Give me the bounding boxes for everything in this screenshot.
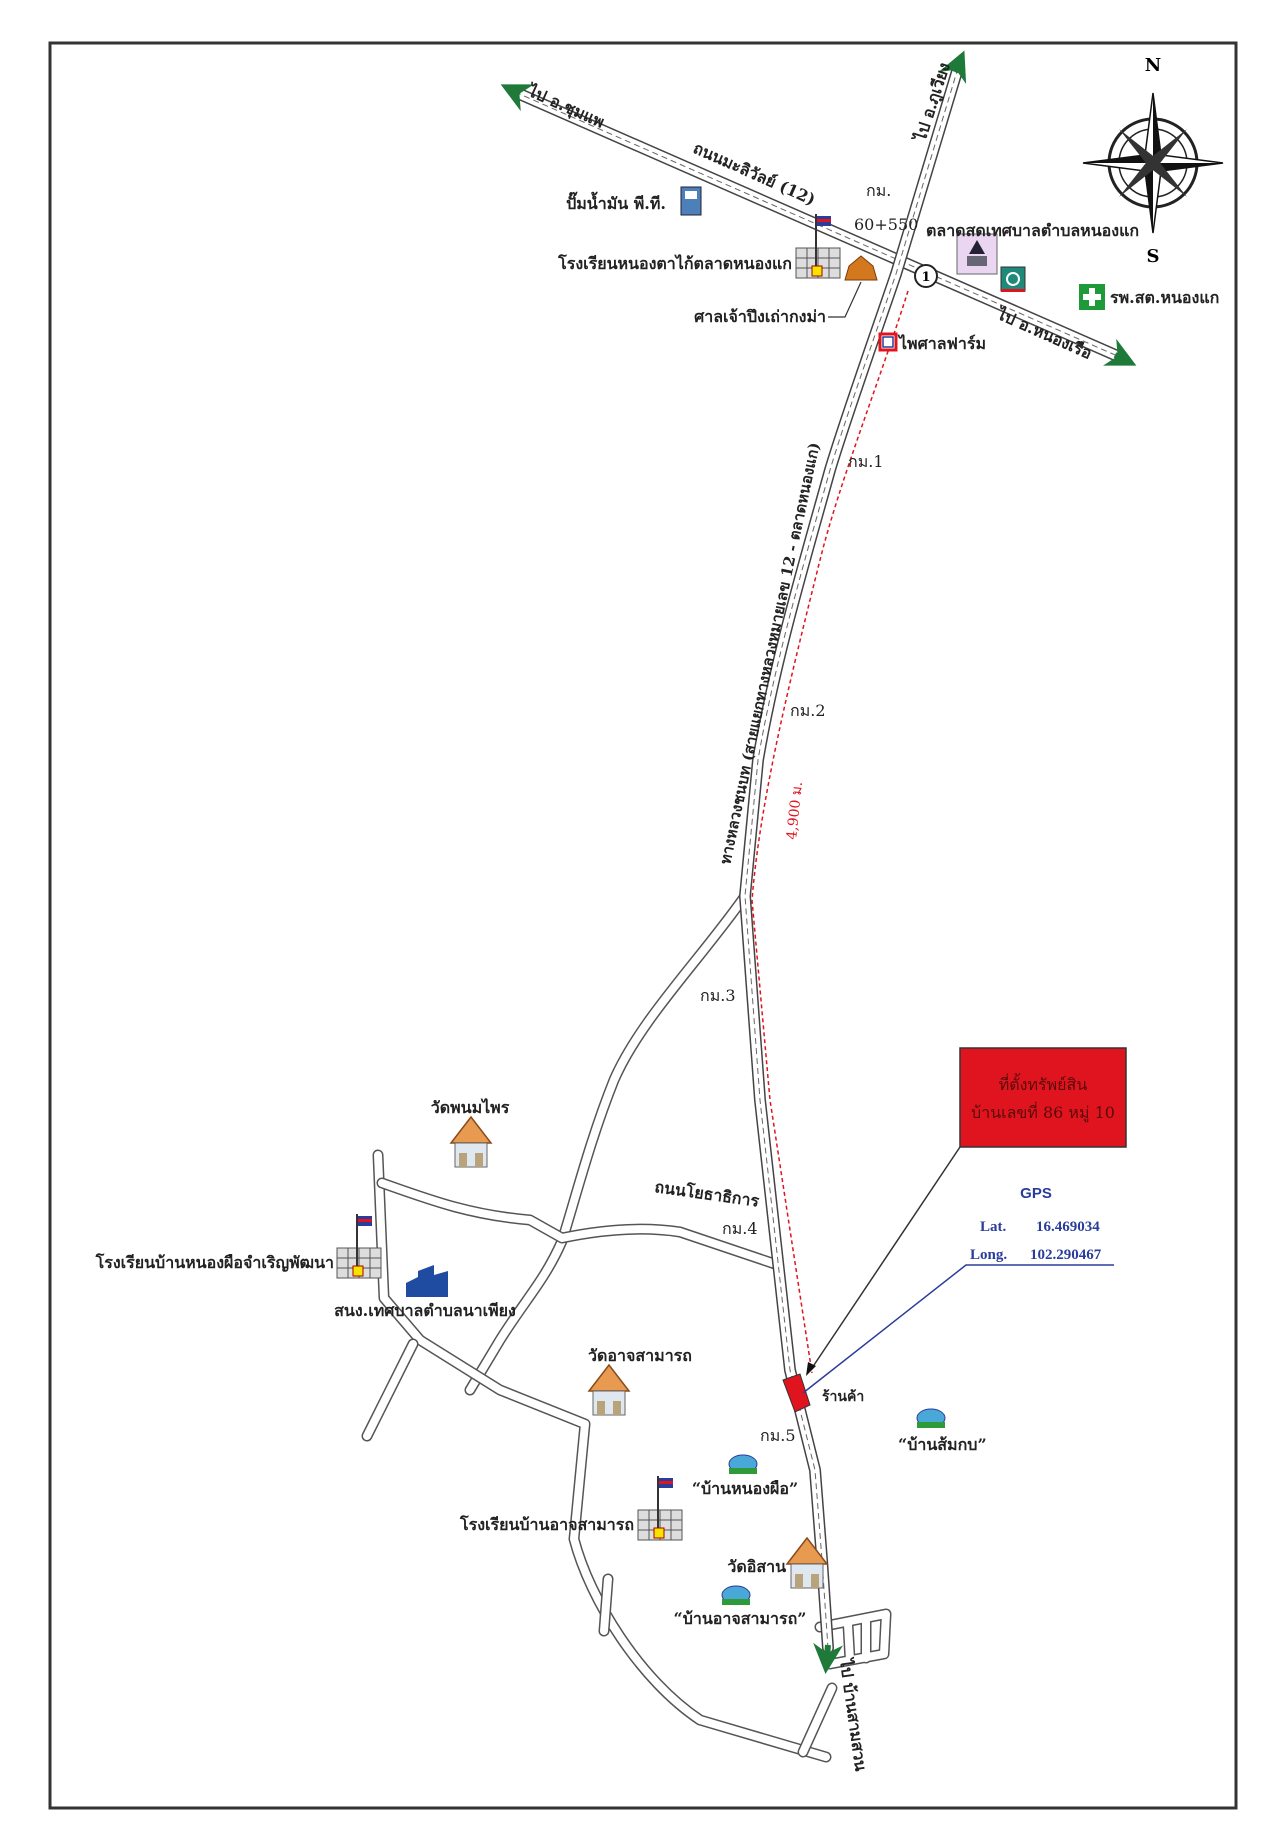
school-icon [336, 1213, 382, 1279]
gps-long-value: 102.290467 [1030, 1247, 1102, 1263]
label-market: ตลาดสดเทศบาลตำบลหนองแก [926, 221, 1139, 240]
shrine-icon [844, 255, 878, 281]
arrow-to-ban-samsuan [813, 1642, 844, 1674]
temple-icon [450, 1116, 492, 1168]
km-4: กม.4 [722, 1219, 758, 1238]
label-village-somkop: “บ้านส้มกบ” [898, 1435, 987, 1454]
temple-icon [588, 1364, 630, 1416]
village-icon [916, 1408, 946, 1429]
gps-long-label: Long. [970, 1247, 1007, 1263]
property-pointer-line [811, 1146, 961, 1369]
hospital-cross-icon [1079, 284, 1105, 310]
label-wat-atsamat: วัดอาจสามารถ [588, 1346, 692, 1365]
svg-text:ที่ตั้งทรัพย์สิน: ที่ตั้งทรัพย์สิน [999, 1073, 1088, 1094]
label-to-ban-samsuan: ไป บ้านสามสวน [836, 1656, 871, 1772]
label-wat-phanom-phrai: วัดพนมไพร [431, 1098, 510, 1117]
village-icon [728, 1454, 758, 1475]
gps-lat-label: Lat. [980, 1219, 1007, 1235]
arrow-to-chumphae [500, 84, 535, 112]
label-shop: ร้านค้า [822, 1389, 864, 1405]
km-2: กม.2 [790, 701, 826, 720]
label-yotha-road: ถนนโยธาธิการ [653, 1176, 760, 1211]
label-school-nongta: โรงเรียนหนองตาไก้ตลาดหนองแก [557, 253, 792, 273]
map-frame [48, 41, 1238, 1810]
property-box: ที่ตั้งทรัพย์สิน บ้านเลขที่ 86 หมู่ 10 [959, 1047, 1127, 1148]
label-farm: ไพศาลฟาร์ม [897, 334, 986, 353]
market-icon [956, 233, 998, 275]
route-1-marker: 1 [914, 264, 938, 288]
label-shrine: ศาลเจ้าปึงเถ่ากงม่า [694, 307, 826, 326]
compass-rose-icon: N S [1082, 55, 1224, 267]
arrow-to-nongruea [1102, 338, 1137, 366]
svg-text:บ้านเลขที่ 86 หมู่ 10: บ้านเลขที่ 86 หมู่ 10 [971, 1101, 1115, 1123]
village-icon [721, 1585, 751, 1606]
school-icon [637, 1475, 683, 1541]
gps-info: GPS Lat. 16.469034 Long. 102.290467 [970, 1185, 1102, 1263]
km-3: กม.3 [700, 986, 736, 1005]
label-school-atsamat: โรงเรียนบ้านอาจสามารถ [459, 1514, 634, 1534]
health-post-icon [1000, 266, 1026, 292]
label-rural-highway: ทางหลวงชนบท (สายแยกทางหลวงหมายเลข 12 - ต… [716, 441, 823, 866]
rural-highway [739, 50, 967, 1674]
municipal-office-icon [406, 1265, 448, 1297]
label-municipal-office: สนง.เทศบาลตำบลนาเพียง [334, 1301, 516, 1320]
km-1: กม.1 [848, 452, 884, 471]
km-label: กม. [866, 181, 891, 200]
km-value: 60+550 [854, 215, 918, 234]
label-village-nongphue: “บ้านหนองผือ” [692, 1479, 798, 1498]
farm-icon [878, 332, 898, 352]
property-marker [782, 1373, 811, 1413]
compass-south: S [1147, 246, 1160, 267]
label-village-atsamat: “บ้านอาจสามารถ” [673, 1609, 806, 1628]
gps-lat-value: 16.469034 [1036, 1219, 1100, 1235]
gps-title: GPS [1020, 1185, 1052, 1202]
svg-text:1: 1 [921, 270, 930, 285]
km-5: กม.5 [760, 1426, 796, 1445]
label-school-nongphue: โรงเรียนบ้านหนองผือจำเริญพัฒนา [95, 1252, 334, 1273]
distance-line [751, 290, 909, 1374]
distance-label: 4,900 ม. [784, 781, 806, 841]
arrow-to-phuwiang [938, 50, 967, 85]
label-hospital: รพ.สต.หนองแก [1110, 288, 1219, 307]
compass-north: N [1145, 55, 1161, 76]
gas-station-icon [680, 186, 702, 216]
gps-pointer-line [802, 1264, 1114, 1394]
label-wat-isan: วัดอิสาน [727, 1557, 786, 1576]
secondary-roads [361, 890, 892, 1763]
label-gas-station: ปั๊มน้ำมัน พี.ที. [566, 191, 666, 213]
